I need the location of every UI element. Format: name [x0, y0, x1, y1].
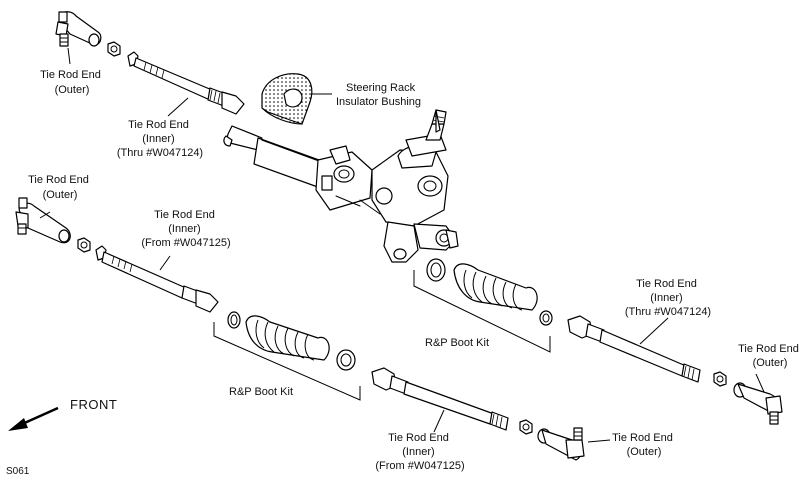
- tie-rod-end-outer-left: [15, 197, 71, 244]
- tie-rod-end-outer-right: [733, 382, 783, 425]
- front-direction-arrow: [8, 406, 59, 431]
- label-insulator-bushing: Steering Rack Insulator Bushing: [336, 82, 421, 108]
- rp-boot-kit-left: [213, 311, 361, 401]
- tie-rod-end-inner-right: [567, 315, 701, 383]
- jam-nut-bottom: [519, 419, 533, 435]
- jam-nut-left: [77, 237, 91, 253]
- jam-nut-right: [713, 371, 727, 387]
- jam-nut-top-left: [107, 41, 121, 57]
- steering-rack-insulator-bushing: [261, 73, 313, 125]
- steering-rack-housing: [223, 109, 459, 263]
- label-tie-rod-end-outer-bottom: Tie Rod End (Outer): [612, 432, 676, 458]
- label-tie-rod-end-inner-bottom: Tie Rod End (Inner) (From #W047125): [375, 432, 464, 472]
- label-rp-boot-kit-left: R&P Boot Kit: [229, 386, 293, 398]
- label-tie-rod-end-inner-right: Tie Rod End (Inner) (Thru #W047124): [625, 278, 711, 318]
- label-tie-rod-end-outer-left: Tie Rod End (Outer): [28, 174, 92, 201]
- front-label: FRONT: [70, 397, 117, 412]
- label-tie-rod-end-inner-left: Tie Rod End (Inner) (From #W047125): [141, 209, 230, 249]
- boot-kit-right-bracket: [413, 270, 551, 353]
- label-tie-rod-end-outer-right: Tie Rod End (Outer): [738, 343, 802, 369]
- tie-rod-end-inner-bottom: [371, 367, 509, 431]
- tie-rod-end-inner-left: [95, 245, 219, 313]
- boot-kit-left-bracket: [213, 322, 361, 401]
- figure-code: S061: [6, 466, 30, 477]
- tie-rod-end-inner-top: [127, 51, 245, 115]
- rp-boot-kit-right: [413, 258, 553, 353]
- leader-lines: [39, 47, 765, 443]
- label-tie-rod-end-inner-top: Tie Rod End (Inner) (Thru #W047124): [117, 119, 203, 159]
- tie-rod-end-outer-top-left: [55, 11, 102, 47]
- tie-rod-end-outer-bottom: [537, 427, 585, 461]
- label-tie-rod-end-outer-top-left: Tie Rod End (Outer): [40, 69, 104, 96]
- label-rp-boot-kit-right: R&P Boot Kit: [425, 337, 489, 349]
